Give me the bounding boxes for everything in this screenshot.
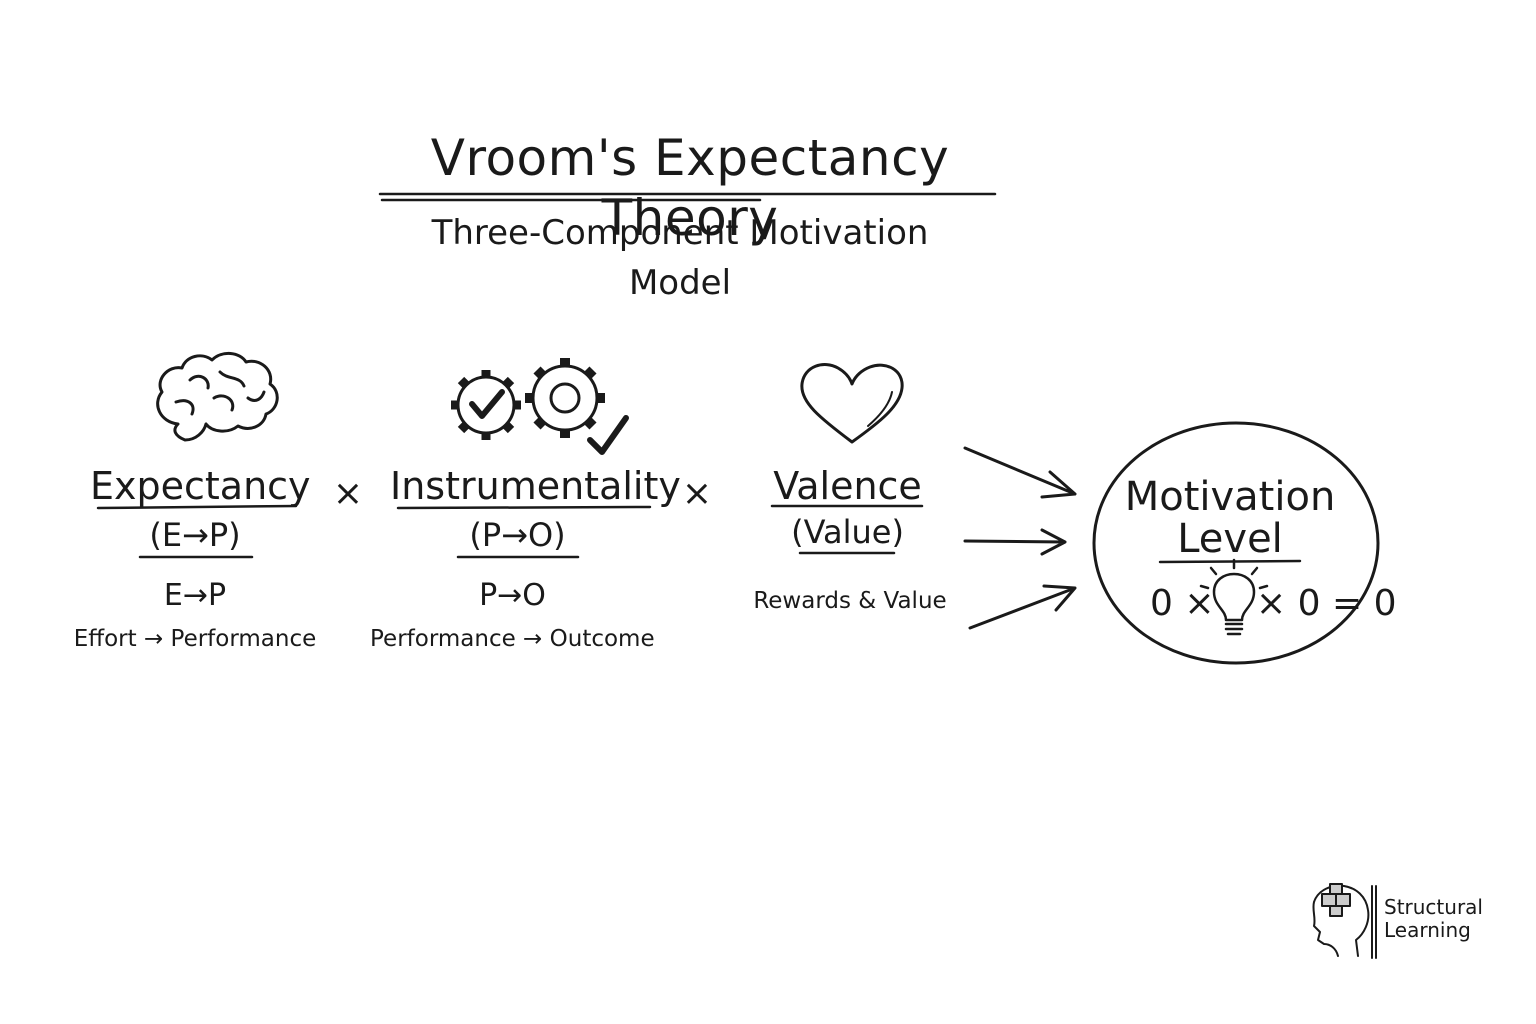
instrumentality-short: P→O bbox=[479, 578, 546, 613]
valence-formula: (Value) bbox=[791, 513, 904, 551]
arrow-top bbox=[963, 446, 1077, 499]
diagram-title: Vroom's Expectancy Theory bbox=[430, 129, 950, 247]
logo-line2: Learning bbox=[1384, 918, 1471, 942]
valence-desc: Rewards & Value bbox=[753, 588, 947, 614]
arrow-middle bbox=[963, 528, 1067, 556]
heart-icon bbox=[800, 363, 904, 444]
motivation-label-line1: Motivation bbox=[1124, 474, 1336, 520]
multiply-operator-2: × bbox=[681, 473, 713, 514]
motivation-label-line2: Level bbox=[1177, 516, 1283, 562]
equation-left: 0 × bbox=[1150, 583, 1215, 624]
instrumentality-underline bbox=[396, 505, 652, 510]
expectancy-name: Expectancy bbox=[90, 464, 311, 508]
arrows bbox=[963, 446, 1077, 630]
diagram-subtitle: Three-Component Motivation Model bbox=[431, 213, 929, 303]
brain-icon bbox=[156, 352, 279, 442]
instrumentality-formula: (P→O) bbox=[469, 516, 566, 554]
valence-name: Valence bbox=[773, 464, 922, 508]
expectancy-desc: Effort → Performance bbox=[73, 626, 317, 652]
multiply-operator-1: × bbox=[332, 473, 364, 514]
motivation-ellipse bbox=[1092, 421, 1380, 665]
equation-right: × 0 = 0 bbox=[1256, 583, 1397, 624]
instrumentality-name: Instrumentality bbox=[390, 464, 681, 508]
motivation-underline bbox=[1158, 559, 1302, 564]
gears-check-icon bbox=[451, 358, 629, 455]
logo-line1: Structural bbox=[1384, 895, 1483, 919]
expectancy-underline bbox=[96, 504, 298, 510]
lightbulb-icon bbox=[1199, 558, 1269, 636]
expectancy-short: E→P bbox=[163, 578, 227, 613]
head-puzzle-icon bbox=[1312, 883, 1377, 959]
instrumentality-desc: Performance → Outcome bbox=[370, 626, 655, 652]
arrow-bottom bbox=[968, 584, 1077, 630]
expectancy-formula: (E→P) bbox=[149, 516, 241, 554]
